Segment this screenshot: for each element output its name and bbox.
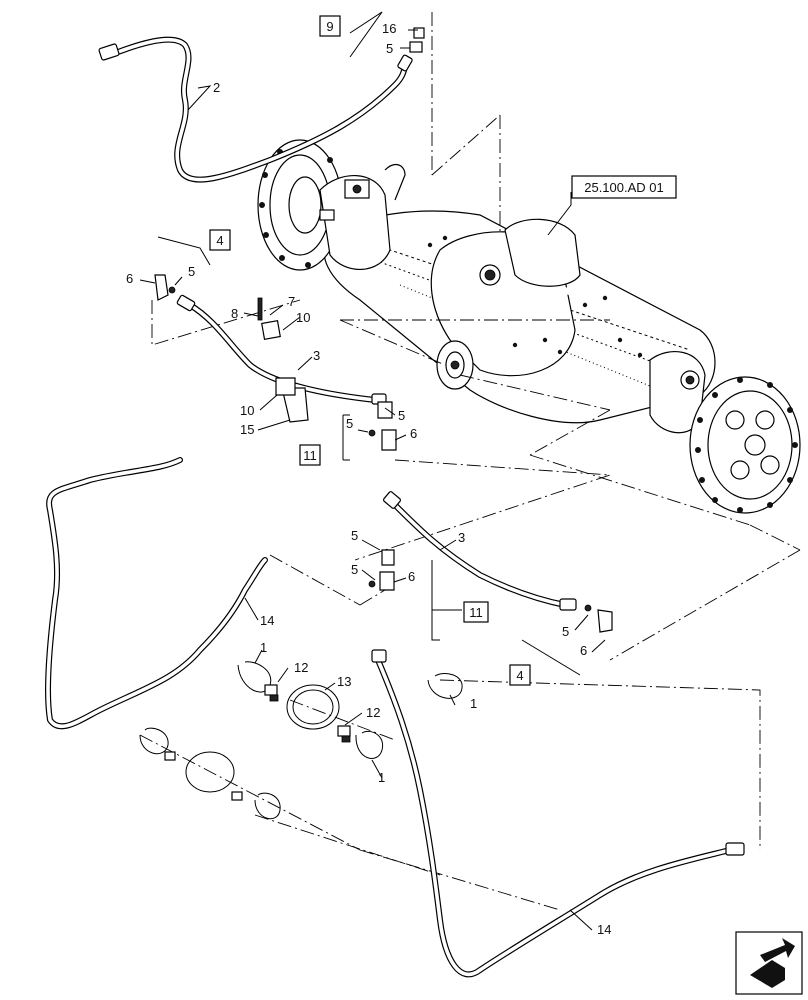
box-label-11-top: 11 xyxy=(299,444,321,466)
bolt-8-clamp-10 xyxy=(257,297,281,340)
callout-2: 2 xyxy=(213,80,220,95)
callout-12: 12 xyxy=(366,705,380,720)
callout-3: 3 xyxy=(458,530,465,545)
box-label-9: 9 xyxy=(319,15,341,37)
callout-5: 5 xyxy=(351,528,358,543)
svg-text:11: 11 xyxy=(303,448,317,463)
callout-5: 5 xyxy=(346,416,353,431)
callout-3: 3 xyxy=(313,348,320,363)
clamp-1c xyxy=(427,673,463,699)
clamp-12a xyxy=(264,684,279,702)
fitting-5-6-upper-right xyxy=(368,401,397,451)
hose-14-right xyxy=(371,649,745,978)
next-page-arrow-icon[interactable] xyxy=(735,931,803,995)
callout-14: 14 xyxy=(597,922,611,937)
leaders xyxy=(139,11,606,931)
callout-1: 1 xyxy=(470,696,477,711)
callout-10: 10 xyxy=(296,310,310,325)
callout-1: 1 xyxy=(260,640,267,655)
bracket-15 xyxy=(275,377,309,423)
callout-13: 13 xyxy=(337,674,351,689)
fitting-5-6-middle xyxy=(368,549,395,591)
fitting-5-6-right xyxy=(584,604,613,633)
fitting-6-5-left xyxy=(154,274,176,301)
callout-5: 5 xyxy=(386,41,393,56)
callout-1: 1 xyxy=(378,770,385,785)
svg-text:25.100.AD 01: 25.100.AD 01 xyxy=(584,180,664,195)
hose-3-lower xyxy=(382,491,577,611)
callouts: 16 5 2 6 5 8 7 10 3 10 15 5 5 6 5 3 5 6 … xyxy=(126,21,611,937)
callout-14: 14 xyxy=(260,613,274,628)
svg-text:4: 4 xyxy=(216,233,223,248)
clamp-12b xyxy=(337,725,351,743)
callout-12: 12 xyxy=(294,660,308,675)
svg-text:9: 9 xyxy=(326,19,333,34)
clamp-1b xyxy=(355,730,384,759)
callout-6: 6 xyxy=(126,271,133,286)
hose-2 xyxy=(98,36,413,183)
box-label-4-top: 4 xyxy=(209,229,231,251)
callout-5: 5 xyxy=(351,562,358,577)
svg-text:4: 4 xyxy=(516,668,523,683)
hose-14-left xyxy=(44,457,268,730)
axle-assembly xyxy=(257,139,801,514)
callout-15: 15 xyxy=(240,422,254,437)
box-label-4-bottom: 4 xyxy=(509,664,531,686)
clamp-set-lower xyxy=(139,727,281,820)
callout-6: 6 xyxy=(410,426,417,441)
callout-5: 5 xyxy=(562,624,569,639)
centerlines xyxy=(139,12,801,911)
callout-10: 10 xyxy=(240,403,254,418)
ring-13 xyxy=(286,684,340,730)
callout-6: 6 xyxy=(408,569,415,584)
callout-8: 8 xyxy=(231,306,238,321)
callout-7: 7 xyxy=(288,294,295,309)
hose-3-upper xyxy=(176,294,387,405)
callout-5: 5 xyxy=(398,408,405,423)
callout-6: 6 xyxy=(580,643,587,658)
callout-16: 16 xyxy=(382,21,396,36)
fitting-16-5-top xyxy=(409,27,425,53)
callout-5: 5 xyxy=(188,264,195,279)
reference-box[interactable]: 25.100.AD 01 xyxy=(571,175,677,199)
box-label-11-bottom: 11 xyxy=(463,601,489,623)
svg-text:11: 11 xyxy=(469,605,483,620)
